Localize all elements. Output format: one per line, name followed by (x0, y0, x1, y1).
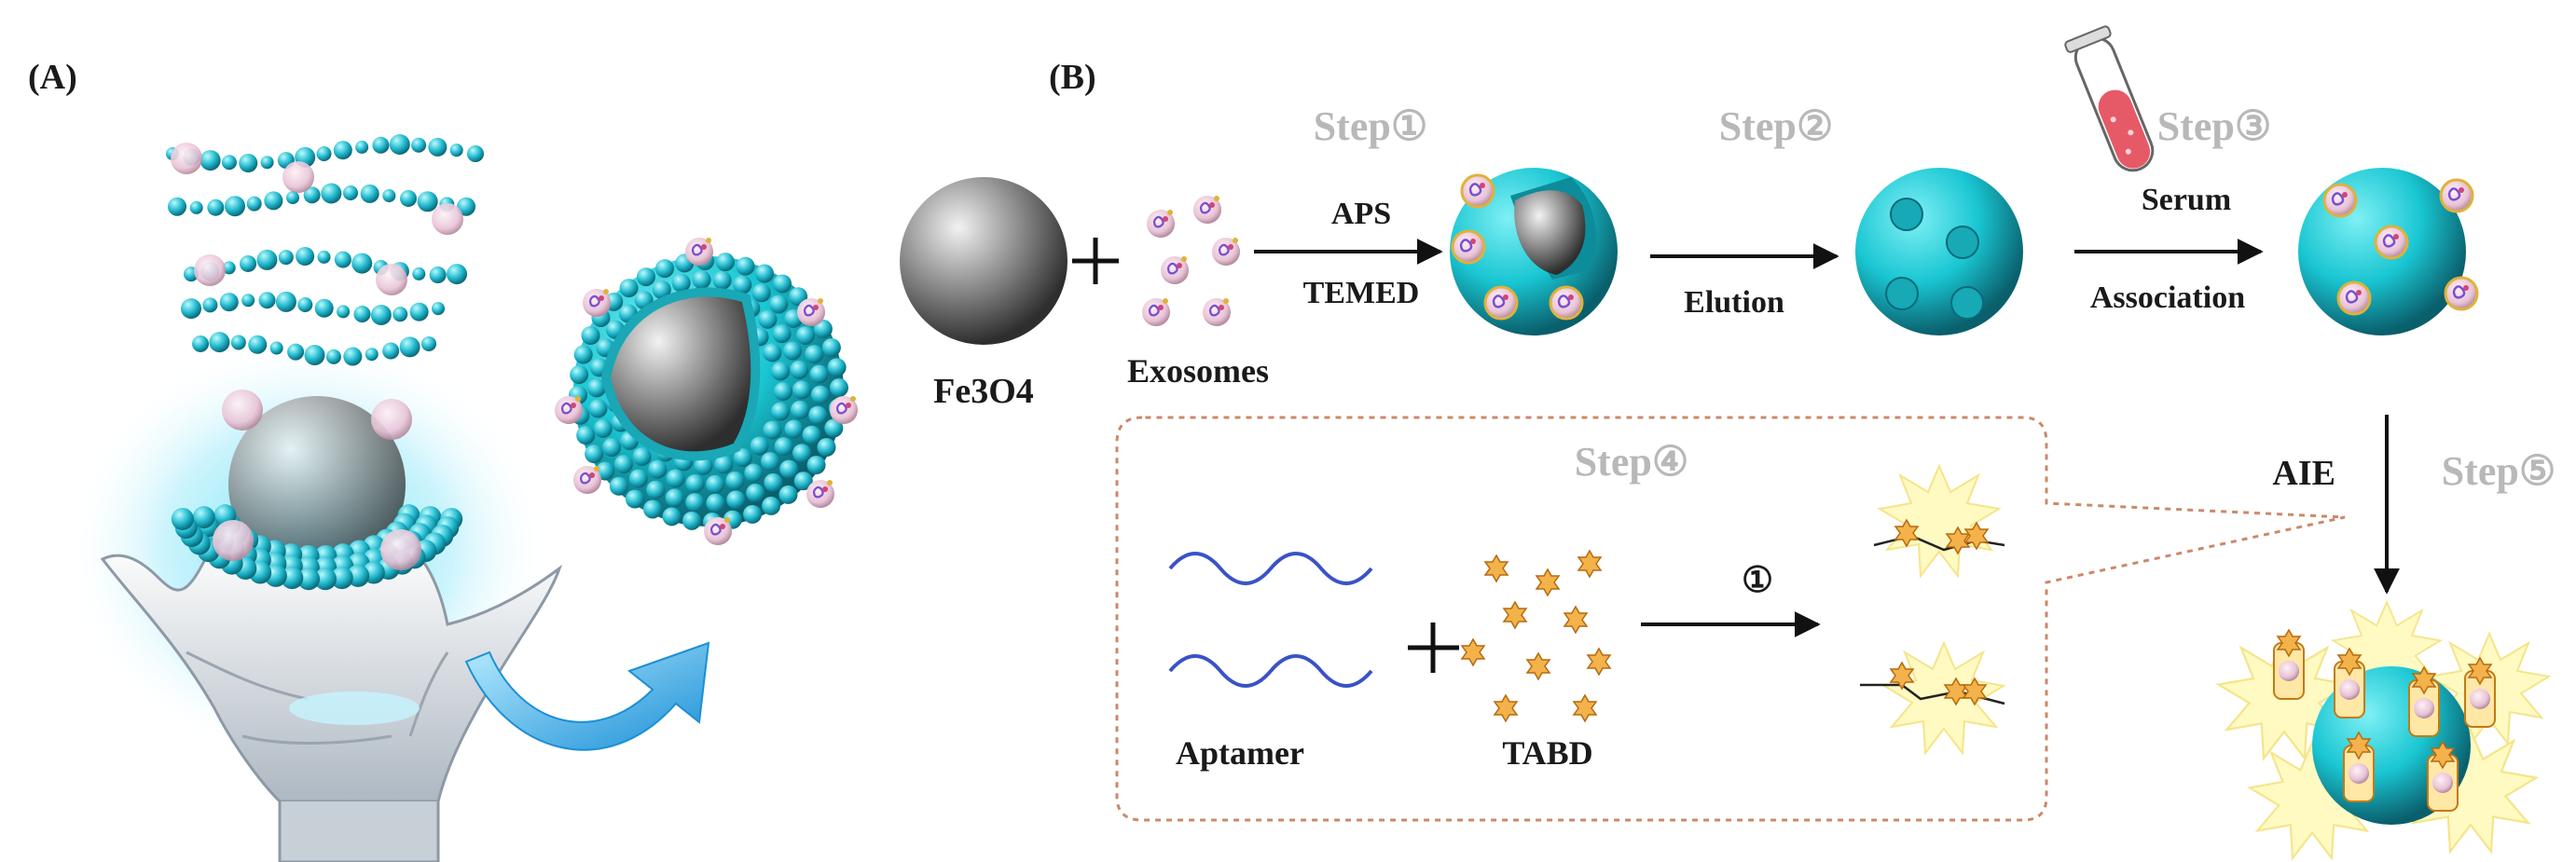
fe3o4-label: Fe3O4 (933, 372, 1034, 411)
rebound-mip-sphere (2298, 168, 2479, 335)
association-label: Association (2090, 280, 2245, 315)
fluorescent-product (2217, 601, 2550, 859)
mip-cutaway-sphere (1450, 168, 1618, 335)
robotic-hand-icon (100, 539, 562, 862)
aptamer-label: Aptamer (1176, 734, 1304, 772)
step-1-label: Step① (1314, 103, 1428, 149)
eluted-mip-sphere (1855, 168, 2023, 335)
temed-label: TEMED (1303, 276, 1420, 310)
elution-label: Elution (1684, 285, 1784, 320)
panel-a: (A) (28, 58, 860, 862)
step-2-label: Step② (1719, 103, 1834, 149)
step-5-label: Step⑤ (2442, 448, 2556, 494)
tabd-stars (1461, 550, 1611, 722)
aps-label: APS (1331, 197, 1391, 231)
step-3-label: Step③ (2157, 103, 2272, 149)
plus-sign-2 (1408, 623, 1459, 673)
step-4-callout: Step④ Aptamer TABD ① (1115, 416, 2346, 822)
cutaway-mip-sphere (553, 236, 860, 547)
aptamer-strands (1168, 552, 1373, 688)
aptamer-tabd-complexes (1860, 465, 2005, 754)
panel-b-label: (B) (1049, 58, 1096, 97)
step-4-label: Step④ (1575, 439, 1689, 485)
serum-label: Serum (2142, 183, 2231, 217)
circle-one-label: ① (1742, 561, 1773, 600)
exosomes-label: Exosomes (1127, 352, 1269, 390)
fe3o4-sphere (900, 177, 1068, 345)
hand-imprinted-sphere (171, 390, 463, 591)
curved-arrow-icon (464, 641, 710, 751)
exosome-cluster (1140, 194, 1242, 328)
panel-b: (B) Fe3O4 Exosomes Step① APS TEMED (900, 25, 2556, 859)
test-tube-icon (2064, 25, 2155, 172)
plus-sign (1072, 238, 1119, 284)
tabd-label: TABD (1502, 734, 1592, 772)
aie-label: AIE (2272, 454, 2335, 493)
panel-a-label: (A) (28, 58, 77, 97)
monomer-particle-cloud (166, 134, 484, 366)
